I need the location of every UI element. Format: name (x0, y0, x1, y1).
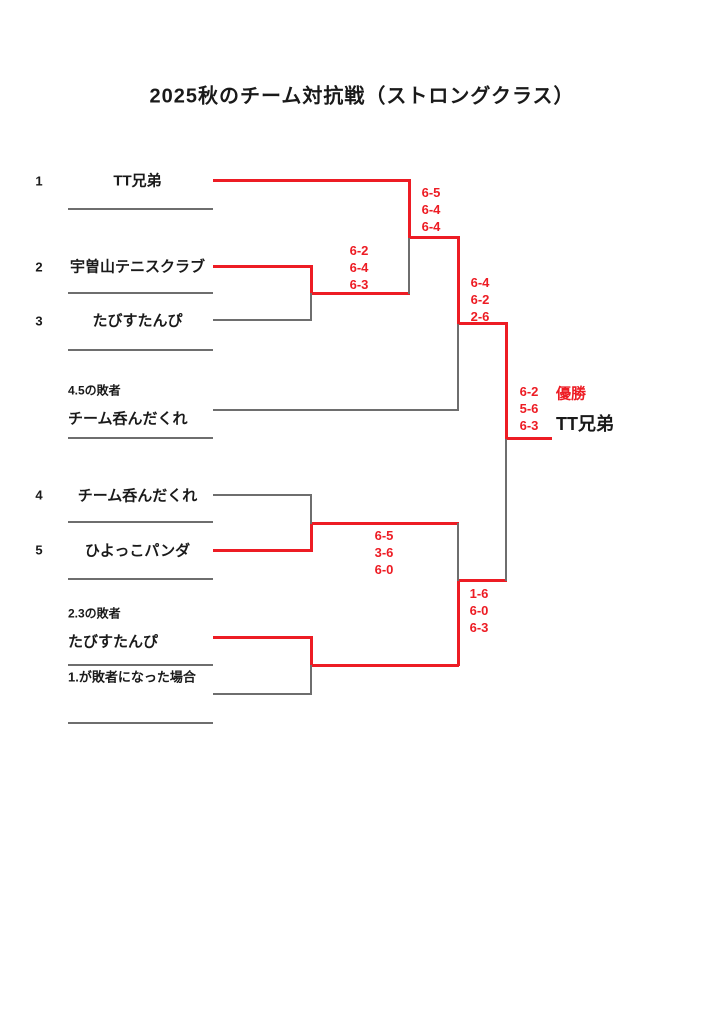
line-consfirst-exit (310, 664, 459, 667)
score-line: 6-0 (374, 562, 394, 577)
line-lowerfinal-exit (457, 579, 507, 582)
underline-seed5 (68, 578, 213, 580)
line-consolation-upper-connector (213, 409, 459, 411)
consolation-lower-team: たびすたんぴ (68, 633, 159, 651)
score-line: 6-2 (349, 243, 369, 258)
line-match45-loser-drop (310, 494, 312, 524)
score-match-4v5: 6-5 3-6 6-0 (375, 527, 394, 578)
team-name-seed2: 宇曽山テニスクラブ (69, 258, 205, 276)
score-line: 6-4 (349, 260, 369, 275)
seed-number-3: 3 (35, 313, 43, 329)
champion-label: 優勝 (556, 385, 587, 403)
team-name-seed4: チーム呑んだくれ (77, 487, 198, 505)
line-seed2-connector (213, 265, 313, 268)
line-upperfinal-loser-rise (457, 324, 459, 411)
score-lower-final: 1-6 6-0 6-3 (470, 585, 489, 636)
line-consfirst-winner-drop (310, 636, 313, 666)
score-line: 6-2 (470, 292, 490, 307)
line-match45-exit (310, 522, 459, 525)
line-final-bottom (505, 439, 507, 581)
line-upperfinal-winner-drop (457, 236, 460, 325)
consolation-upper-team: チーム呑んだくれ (68, 410, 188, 428)
score-line: 6-2 (519, 384, 539, 399)
champion-team-name: TT兄弟 (556, 414, 614, 434)
score-line: 6-4 (421, 202, 441, 217)
team-name-seed5: ひよっこパンダ (84, 542, 191, 560)
line-semiupper-winner-drop (408, 179, 411, 239)
score-line: 6-5 (421, 185, 441, 200)
seed-number-4: 4 (35, 487, 43, 503)
seed-number-1: 1 (35, 173, 43, 189)
score-line: 6-3 (469, 620, 489, 635)
score-line: 6-4 (470, 275, 490, 290)
line-final-top (505, 322, 508, 439)
underline-consolation-note (68, 722, 213, 724)
score-line: 6-0 (469, 603, 489, 618)
score-line: 3-6 (374, 545, 394, 560)
underline-consolation-lower (68, 664, 213, 666)
consolation-lower-label: 2.3の敗者 (68, 606, 121, 621)
consolation-lower-note: 1.が敗者になった場合 (68, 669, 196, 685)
consolation-upper-label: 4.5の敗者 (68, 383, 121, 398)
line-semiupper-exit (408, 236, 460, 239)
line-semiupper-loser-rise (408, 238, 410, 294)
score-semi-upper: 6-5 6-4 6-4 (422, 184, 441, 235)
team-name-seed1: TT兄弟 (113, 172, 162, 190)
line-consolation-lower-connector (213, 636, 312, 639)
line-lowerfinal-loser-drop (457, 523, 459, 581)
score-line: 1-6 (469, 586, 489, 601)
team-name-seed3: たびすたんぴ (92, 312, 183, 330)
line-champion (505, 437, 552, 440)
line-seed5-connector (213, 549, 313, 552)
score-line: 2-6 (470, 309, 490, 324)
score-match-2v3: 6-2 6-4 6-3 (350, 242, 369, 293)
score-line: 6-3 (519, 418, 539, 433)
line-match23-exit (310, 292, 410, 295)
score-line: 5-6 (519, 401, 539, 416)
seed-number-5: 5 (35, 542, 43, 558)
score-line: 6-4 (421, 219, 441, 234)
score-upper-final: 6-4 6-2 2-6 (471, 274, 490, 325)
score-grand-final: 6-2 5-6 6-3 (520, 383, 539, 434)
underline-seed3 (68, 349, 213, 351)
seed-number-2: 2 (35, 259, 43, 275)
score-line: 6-5 (374, 528, 394, 543)
line-lowerfinal-winner-rise (457, 579, 460, 666)
line-seed1-connector (213, 179, 410, 182)
page-title: 2025秋のチーム対抗戦（ストロングクラス） (149, 85, 575, 108)
underline-seed4 (68, 521, 213, 523)
line-seed3-connector (213, 319, 312, 321)
line-match45-winner-rise (310, 522, 313, 552)
line-match23-winner-drop (310, 265, 313, 294)
underline-seed1 (68, 208, 213, 210)
line-seed4-connector (213, 494, 312, 496)
line-upperfinal-exit (457, 322, 508, 325)
underline-consolation-upper (68, 437, 213, 439)
line-consfirst-loser-rise (310, 665, 312, 695)
line-match23-loser-rise (310, 293, 312, 321)
underline-seed2 (68, 292, 213, 294)
score-line: 6-3 (349, 277, 369, 292)
line-consolation-note-connector (213, 693, 312, 695)
